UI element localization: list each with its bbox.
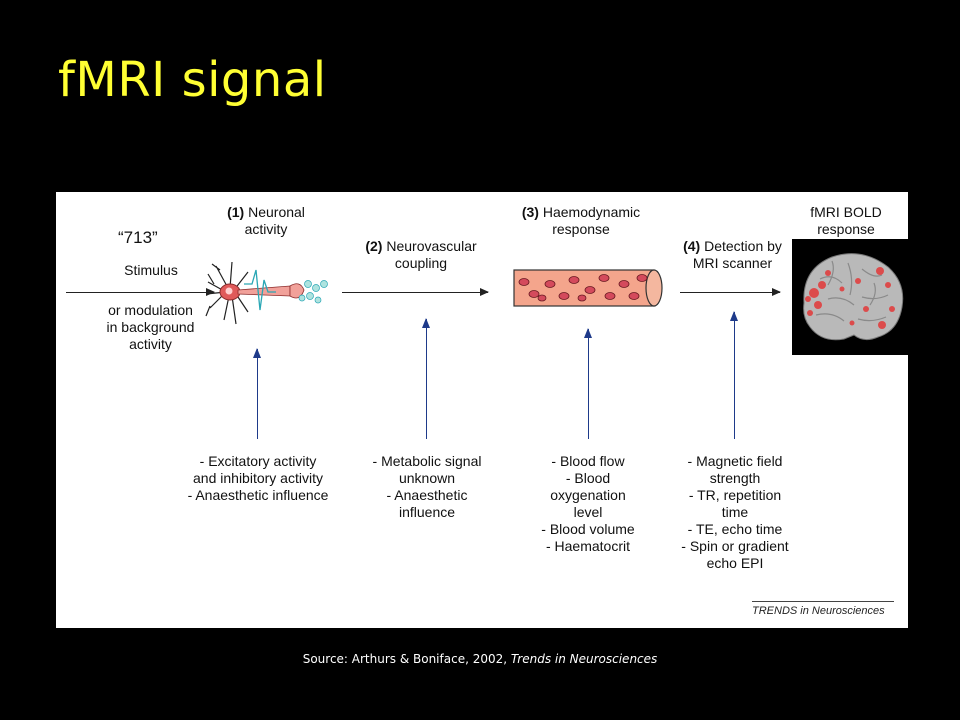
stimulus-label: Stimulus: [124, 262, 178, 278]
arrow-factor-4: [730, 311, 738, 439]
blood-vessel-illustration: [513, 269, 663, 307]
stage-4-label: (4) Detection by MRI scanner: [683, 238, 782, 271]
arrow-factor-3: [584, 328, 592, 439]
arrow-detection: [680, 288, 781, 296]
diagram-panel: “713” Stimulus or modulation in backgrou…: [56, 192, 908, 628]
factors-detection: - Magnetic field strength - TR, repetiti…: [681, 453, 789, 571]
modulation-label: or modulation in background activity: [106, 302, 195, 352]
stage-3-label: (3) Haemodynamic response: [521, 204, 641, 237]
factors-coupling: - Metabolic signal unknown - Anaesthetic…: [372, 453, 482, 520]
arrow-stimulus: [66, 288, 215, 296]
brain-image: [792, 239, 908, 355]
journal-mark: TRENDS in Neurosciences: [752, 605, 885, 617]
stage-2-label: (2) Neurovascular coupling: [365, 238, 477, 271]
slide-title: fMRI signal: [58, 52, 327, 108]
stimulus-quote: “713”: [118, 228, 158, 247]
stage-1-label: (1) Neuronal activity: [227, 204, 305, 237]
bold-response-label: fMRI BOLD response: [810, 204, 882, 237]
arrow-coupling: [342, 288, 489, 296]
factors-haemodynamic: - Blood flow - Blood oxygenation level -…: [541, 453, 635, 554]
arrow-factor-2: [422, 318, 430, 439]
journal-rule: [752, 601, 894, 602]
arrow-factor-1: [253, 348, 261, 439]
neuron-illustration: [205, 261, 328, 325]
factors-neuronal: - Excitatory activity and inhibitory act…: [187, 453, 329, 503]
source-citation: Source: Arthurs & Boniface, 2002, Trends…: [302, 652, 658, 666]
